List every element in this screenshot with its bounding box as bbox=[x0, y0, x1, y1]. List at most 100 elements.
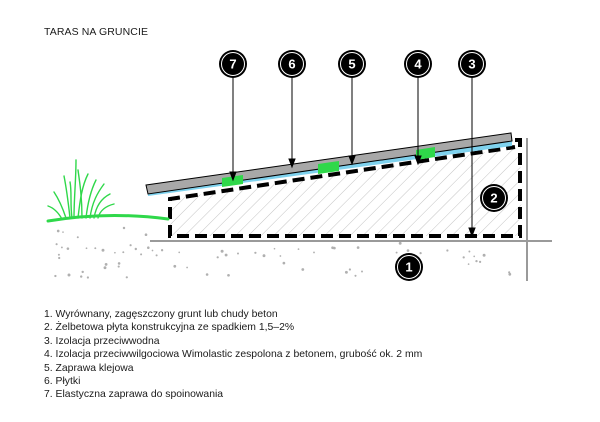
leader-lines bbox=[229, 78, 476, 238]
soil-dot bbox=[467, 263, 470, 265]
soil-dot bbox=[262, 254, 266, 258]
soil-dot bbox=[282, 261, 286, 265]
soil-dot bbox=[186, 266, 189, 269]
callout-1: 1 bbox=[395, 253, 423, 281]
legend-item-3: 3. Izolacja przeciwwodna bbox=[44, 335, 160, 347]
callout-5-number: 5 bbox=[348, 57, 355, 72]
soil-dot bbox=[473, 255, 476, 258]
soil-dot bbox=[331, 246, 334, 250]
concrete-slab bbox=[170, 147, 522, 236]
soil-dot bbox=[129, 244, 132, 247]
soil-dot bbox=[104, 263, 108, 266]
soil-dot bbox=[475, 259, 478, 263]
callout-4: 4 bbox=[404, 50, 432, 78]
soil-dot bbox=[301, 268, 305, 271]
soil-dot bbox=[236, 252, 240, 255]
legend-item-5: 5. Zaprawa klejowa bbox=[44, 362, 134, 374]
callout-1-number: 1 bbox=[405, 260, 412, 275]
soil-dot bbox=[122, 251, 125, 254]
callout-2: 2 bbox=[480, 184, 508, 212]
soil-dot bbox=[117, 265, 120, 268]
soil-dot bbox=[173, 264, 177, 268]
soil-dot bbox=[62, 231, 64, 233]
soil-dot bbox=[66, 247, 70, 250]
soil-dot bbox=[406, 249, 410, 252]
soil-dot bbox=[85, 247, 88, 250]
grout-joint-2 bbox=[318, 161, 339, 174]
soil-dot bbox=[216, 256, 219, 259]
soil-dot bbox=[81, 270, 84, 274]
soil-dot bbox=[344, 270, 348, 274]
soil-dot bbox=[220, 249, 224, 253]
callout-6: 6 bbox=[278, 50, 306, 78]
soil-dot bbox=[398, 241, 402, 245]
callout-3: 3 bbox=[458, 50, 486, 78]
soil-dot bbox=[468, 250, 471, 253]
soil-dot bbox=[67, 273, 71, 277]
soil-dot bbox=[134, 247, 137, 251]
soil-dot bbox=[55, 243, 58, 246]
soil-dot bbox=[419, 251, 422, 255]
soil-dot bbox=[478, 260, 482, 264]
soil-dot bbox=[101, 248, 105, 252]
soil-dots bbox=[54, 226, 512, 279]
soil-dot bbox=[224, 253, 228, 257]
grass bbox=[46, 159, 170, 223]
legend-item-4: 4. Izolacja przeciwwilgociowa Wimolastic… bbox=[44, 349, 423, 361]
diagram-title: TARAS NA GRUNCIE bbox=[44, 26, 149, 38]
soil-dot bbox=[57, 253, 60, 256]
soil-dot bbox=[56, 229, 60, 233]
soil-dot bbox=[205, 273, 209, 276]
soil-dot bbox=[508, 271, 511, 274]
soil-dot bbox=[160, 249, 164, 252]
soil-dot bbox=[273, 247, 276, 250]
legend-list: 1. Wyrównany, zagęszczony grunt lub chud… bbox=[44, 308, 422, 402]
legend-item-2: 2. Żelbetowa płyta konstrukcyjna ze spad… bbox=[44, 322, 295, 334]
soil-dot bbox=[103, 266, 107, 270]
soil-dot bbox=[356, 246, 360, 249]
soil-dot bbox=[279, 255, 282, 257]
soil-dot bbox=[361, 270, 363, 273]
soil-dot bbox=[313, 251, 315, 254]
grout-joint-1 bbox=[222, 175, 243, 187]
soil-dot bbox=[395, 251, 398, 254]
callout-6-number: 6 bbox=[288, 57, 295, 72]
callout-5: 5 bbox=[338, 50, 366, 78]
soil-dot bbox=[508, 272, 512, 276]
soil-dot bbox=[76, 236, 79, 239]
soil-dot bbox=[348, 268, 352, 271]
soil-dot bbox=[86, 276, 90, 279]
soil-dot bbox=[54, 274, 57, 278]
terrace-section-drawing: 7 6 5 4 3 2 1 bbox=[46, 50, 552, 281]
callout-2-number: 2 bbox=[490, 191, 497, 206]
soil-dot bbox=[147, 246, 150, 249]
soil-dot bbox=[297, 248, 300, 250]
soil-dot bbox=[94, 247, 97, 250]
legend-item-6: 6. Płytki bbox=[44, 376, 81, 388]
soil-dot bbox=[144, 233, 148, 237]
legend-item-1: 1. Wyrównany, zagęszczony grunt lub chud… bbox=[44, 309, 278, 320]
callout-4-number: 4 bbox=[414, 57, 422, 72]
soil-dot bbox=[155, 254, 158, 257]
soil-dot bbox=[122, 226, 126, 230]
callout-7-number: 7 bbox=[229, 57, 236, 72]
legend-item-7: 7. Elastyczna zaprawa do spoinowania bbox=[44, 389, 224, 401]
soil-dot bbox=[354, 274, 357, 277]
soil-dot bbox=[140, 253, 143, 256]
soil-dot bbox=[151, 249, 154, 252]
soil-dot bbox=[462, 256, 465, 259]
soil-dot bbox=[125, 276, 128, 279]
soil-dot bbox=[227, 273, 230, 277]
soil-dot bbox=[80, 275, 83, 278]
soil-dot bbox=[482, 253, 486, 257]
callout-3-number: 3 bbox=[468, 57, 475, 72]
soil-dot bbox=[178, 251, 181, 254]
soil-dot bbox=[254, 251, 257, 254]
soil-dot bbox=[117, 262, 121, 265]
soil-dot bbox=[58, 256, 61, 260]
waterproofing-dashed-line bbox=[168, 138, 522, 238]
callout-7: 7 bbox=[219, 50, 247, 78]
soil-dot bbox=[60, 246, 63, 249]
soil-dot bbox=[114, 251, 116, 254]
soil-dot bbox=[446, 249, 449, 252]
